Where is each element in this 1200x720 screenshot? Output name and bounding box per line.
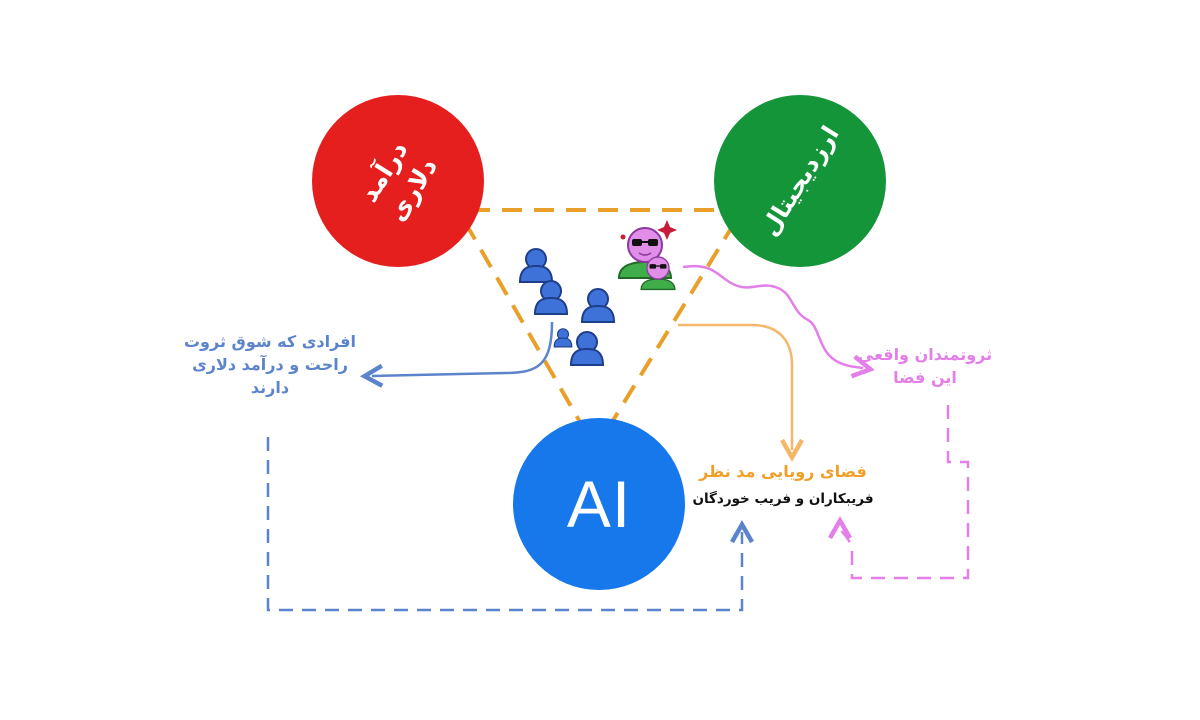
person-icon bbox=[569, 331, 605, 366]
dream-space-title: فضای رویایی مد نظر bbox=[699, 462, 867, 481]
wealthy-line: این فضا bbox=[893, 368, 957, 388]
ai-label: AI bbox=[566, 467, 632, 541]
sunglasses-character-icon bbox=[640, 256, 676, 291]
person-icon bbox=[553, 328, 573, 348]
income-label: درآمد دلاری bbox=[351, 134, 445, 228]
seekers-line: دارند bbox=[250, 378, 290, 398]
seekers-annotation: افرادی که شوق ثروت راحت و درآمد دلاری دا… bbox=[160, 330, 380, 400]
person-icon bbox=[518, 248, 554, 283]
dream-space-subtitle: فریبکاران و فریب خوردگان bbox=[692, 491, 874, 507]
crypto-label: ارزدیجیتال bbox=[755, 121, 845, 241]
connection-triangle bbox=[463, 208, 737, 424]
wealthy-arrow bbox=[682, 264, 875, 379]
person-icon bbox=[533, 280, 569, 315]
income-circle: درآمد دلاری bbox=[312, 95, 484, 267]
wealthy-annotation: ثروتمندان واقعی این فضا bbox=[845, 343, 1005, 389]
seekers-line: راحت و درآمد دلاری bbox=[192, 355, 348, 375]
dream-space-arrow bbox=[678, 323, 804, 463]
seekers-line: افرادی که شوق ثروت bbox=[183, 332, 357, 351]
crypto-circle: ارزدیجیتال bbox=[714, 95, 886, 267]
seekers-arrow bbox=[359, 321, 554, 388]
person-icon bbox=[580, 288, 616, 323]
ai-circle: AI bbox=[513, 418, 685, 590]
wealthy-line: ثروتمندان واقعی bbox=[857, 345, 993, 364]
sunglasses-character-icon bbox=[617, 220, 677, 279]
